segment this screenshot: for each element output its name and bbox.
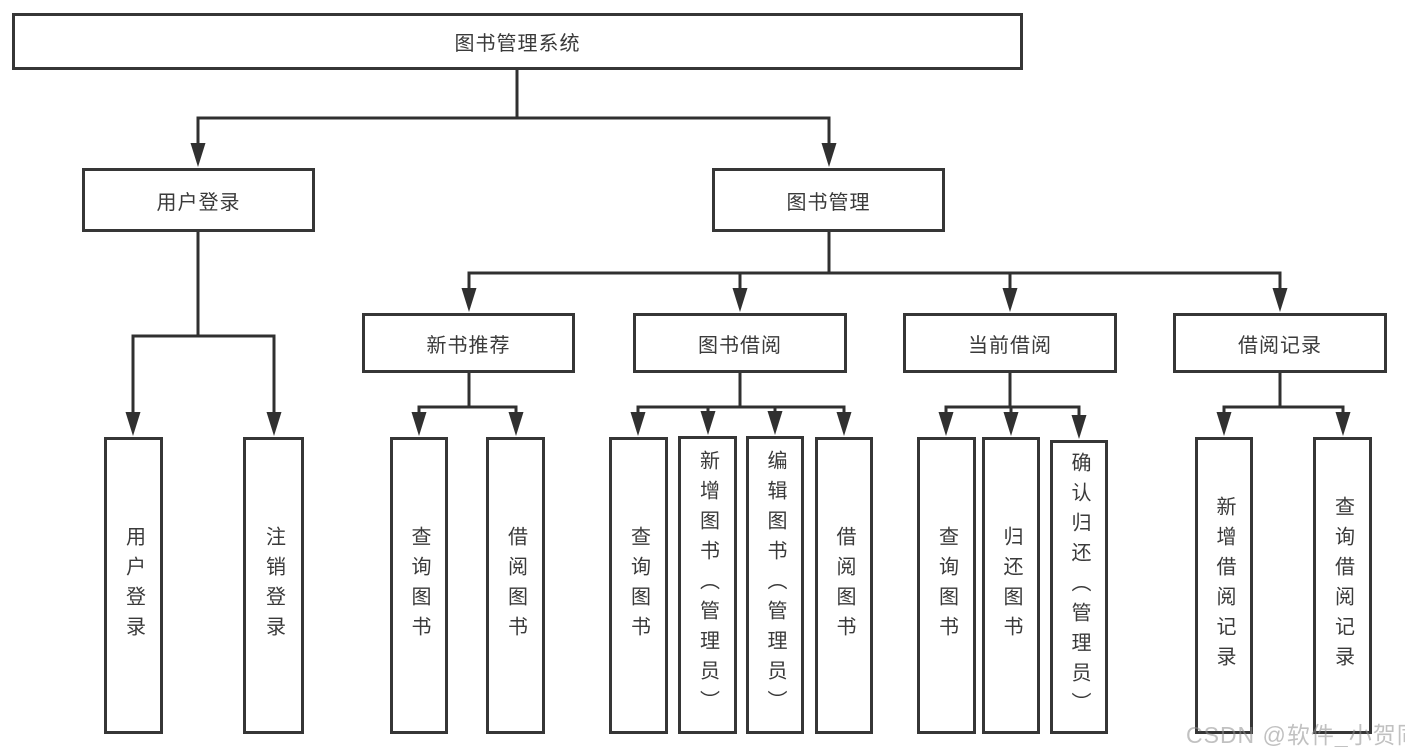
arrowhead-icon (125, 412, 141, 436)
node-new-book-recommend: 新书推荐 (362, 313, 575, 373)
node-leaf-query-books-2: 查询图书 (609, 437, 668, 734)
arrowhead-icon (1002, 288, 1018, 312)
connector-new-book-recommend (411, 371, 524, 436)
arrowhead-icon (1071, 415, 1087, 439)
connector-book-management (461, 230, 1288, 312)
arrowhead-icon (732, 288, 748, 312)
arrowhead-icon (1003, 412, 1019, 436)
node-leaf-add-books-admin: 新增图书（管理员） (678, 436, 737, 734)
arrowhead-icon (190, 143, 206, 167)
node-book-borrow: 图书借阅 (633, 313, 847, 373)
node-leaf-logout: 注销登录 (243, 437, 304, 734)
arrowhead-icon (938, 412, 954, 436)
arrowhead-icon (1216, 412, 1232, 436)
arrowhead-icon (836, 412, 852, 436)
node-borrow-records: 借阅记录 (1173, 313, 1387, 373)
node-leaf-query-books-1: 查询图书 (390, 437, 448, 734)
arrowhead-icon (767, 411, 783, 435)
connector-user-login (125, 230, 282, 436)
arrowhead-icon (411, 412, 427, 436)
node-leaf-borrow-books-2: 借阅图书 (815, 437, 873, 734)
node-leaf-borrow-books-1: 借阅图书 (486, 437, 545, 734)
arrowhead-icon (700, 411, 716, 435)
arrowhead-icon (630, 412, 646, 436)
node-leaf-add-borrow-record: 新增借阅记录 (1195, 437, 1253, 734)
arrowhead-icon (1272, 288, 1288, 312)
arrowhead-icon (508, 412, 524, 436)
arrowhead-icon (821, 143, 837, 167)
node-book-management: 图书管理 (712, 168, 945, 232)
node-leaf-confirm-return-admin: 确认归还（管理员） (1050, 440, 1108, 734)
arrowhead-icon (266, 412, 282, 436)
node-current-borrow: 当前借阅 (903, 313, 1117, 373)
node-leaf-query-books-3: 查询图书 (917, 437, 976, 734)
node-leaf-user-login: 用户登录 (104, 437, 163, 734)
node-user-login: 用户登录 (82, 168, 315, 232)
node-root: 图书管理系统 (12, 13, 1023, 70)
node-leaf-query-borrow-record: 查询借阅记录 (1313, 437, 1372, 734)
connector-book-borrow (630, 371, 852, 436)
arrowhead-icon (461, 288, 477, 312)
connector-root (190, 68, 837, 167)
node-leaf-edit-books-admin: 编辑图书（管理员） (746, 436, 804, 734)
node-leaf-return-books: 归还图书 (982, 437, 1040, 734)
arrowhead-icon (1335, 412, 1351, 436)
connector-borrow-records (1216, 371, 1351, 436)
connector-current-borrow (938, 371, 1087, 439)
